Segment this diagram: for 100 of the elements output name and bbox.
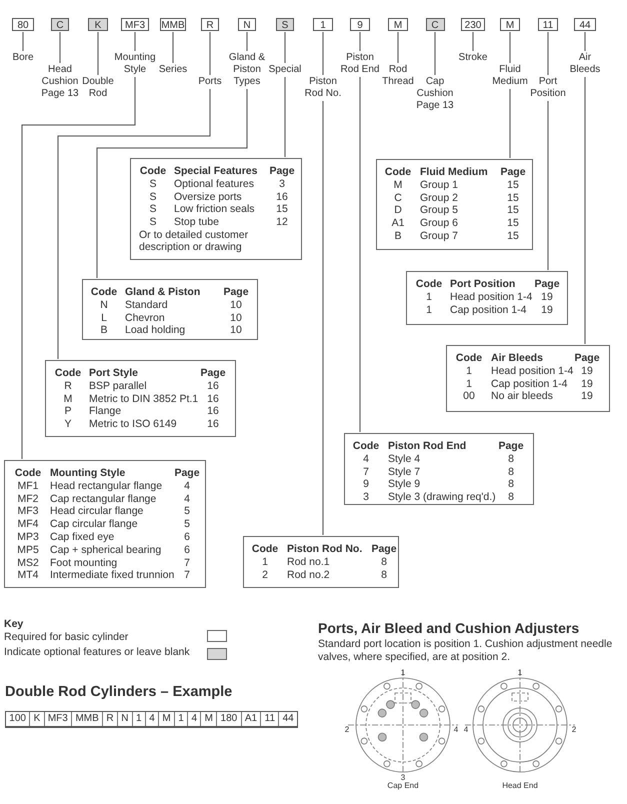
example-code: 4 [187,712,200,726]
page-number: 15 [507,204,519,216]
connector-line [96,88,248,278]
code-value: 4 [363,452,369,465]
code-table [4,460,206,588]
code-box: 230 [461,18,485,31]
code-box: C [51,18,69,31]
column-header: Page [534,278,560,290]
description: Style 7 [388,466,420,478]
column-header: Gland & Piston [125,286,200,298]
page-number: 3 [279,178,285,190]
column-header: Mounting Style [50,467,126,479]
column-header: Air Bleeds [491,352,543,364]
page-number: 15 [276,203,288,216]
description: Cap circular flange [50,518,138,530]
page-number: 10 [230,298,242,311]
description: Metric to ISO 6149 [89,418,177,430]
description: Intermediate fixed trunnion [50,569,174,582]
field-label: Special [268,64,302,76]
connector-line [134,32,136,52]
code-value: 1 [426,290,432,303]
column-header: Code [456,352,482,364]
code-table [344,433,534,505]
page-number: 16 [207,405,219,418]
code-value: M [394,178,402,191]
page-number: 19 [581,378,593,390]
description: Low friction seals [174,203,255,216]
code-value: MF1 [18,480,38,492]
example-code: MMB [71,712,102,726]
code-value: MF3 [18,505,38,518]
code-value: 2 [262,568,268,581]
example-code: R [102,712,117,726]
field-label: Bore [12,52,34,64]
code-box: MMB [160,18,186,31]
code-value: 00 [463,390,475,402]
page-number: 19 [541,290,553,303]
example-code: MF3 [44,712,72,726]
page-number: 16 [276,190,288,203]
field-label: Air Bleeds [569,52,601,76]
page-number: 19 [581,364,593,377]
code-box: M [500,18,520,31]
connector-line [322,100,324,536]
description: Cap + spherical bearing [50,544,162,556]
connector-line [584,76,586,344]
description: Group 6 [420,217,458,230]
description: Foot mounting [50,556,118,569]
note: Or to detailed customer description or drawing [139,229,250,253]
column-header: Page [500,166,526,178]
column-header: Code [352,440,380,452]
description: Rod no.2 [287,568,330,581]
code-value: P [64,405,72,418]
description: Load holding [125,324,186,336]
description: Head position 1-4 [491,364,574,377]
column-header: Code [90,286,118,298]
field-label: Gland & Piston Types [228,52,266,88]
column-header: Special Features [174,165,258,177]
position-number: 3 [400,773,406,782]
page-number: 8 [381,568,387,581]
column-header: Code [252,543,278,555]
code-value: MF4 [18,518,38,530]
section-heading: Ports, Air Bleed and Cushion Adjusters [318,622,580,635]
page-number: 8 [508,466,514,478]
column-header: Port Style [89,367,138,379]
code-value: MP5 [17,544,39,556]
page-number: 5 [184,518,190,530]
page-number: 8 [508,452,514,465]
page-number: 6 [184,531,190,543]
example-code: K [29,712,44,726]
page-number: 19 [541,304,553,316]
page-number: 4 [184,480,190,492]
code-value: MS2 [17,556,39,569]
column-header: Code [140,165,166,177]
code-box: 11 [538,18,558,31]
description: Rod no.1 [287,556,330,568]
code-value: S [150,203,156,216]
column-header: Port Position [450,278,516,290]
code-box: C [426,18,444,31]
field-label: Series [158,64,188,76]
description: Optional features [174,178,254,190]
column-header: Page [498,440,524,452]
description: Head rectangular flange [50,480,162,492]
column-header: Code [14,467,42,479]
description: Style 9 [388,478,420,490]
legend-label: Required for basic cylinder [4,631,128,644]
code-value: S [150,190,156,203]
code-value: C [394,192,402,204]
connector-line [22,32,24,52]
page-number: 12 [276,216,288,228]
field-label: Fluid Medium [492,64,528,88]
page-number: 4 [184,492,190,505]
code-value: Y [64,418,72,430]
code-value: 1 [426,304,432,316]
column-header: Piston Rod End [388,440,466,452]
example-code: 4 [144,712,158,726]
position-number: 1 [400,668,406,677]
drawing-caption: Cap End [387,781,419,790]
column-header: Piston Rod No. [287,543,362,555]
code-value: 3 [363,491,369,504]
connector-line [246,32,248,52]
page-number: 7 [184,556,190,569]
